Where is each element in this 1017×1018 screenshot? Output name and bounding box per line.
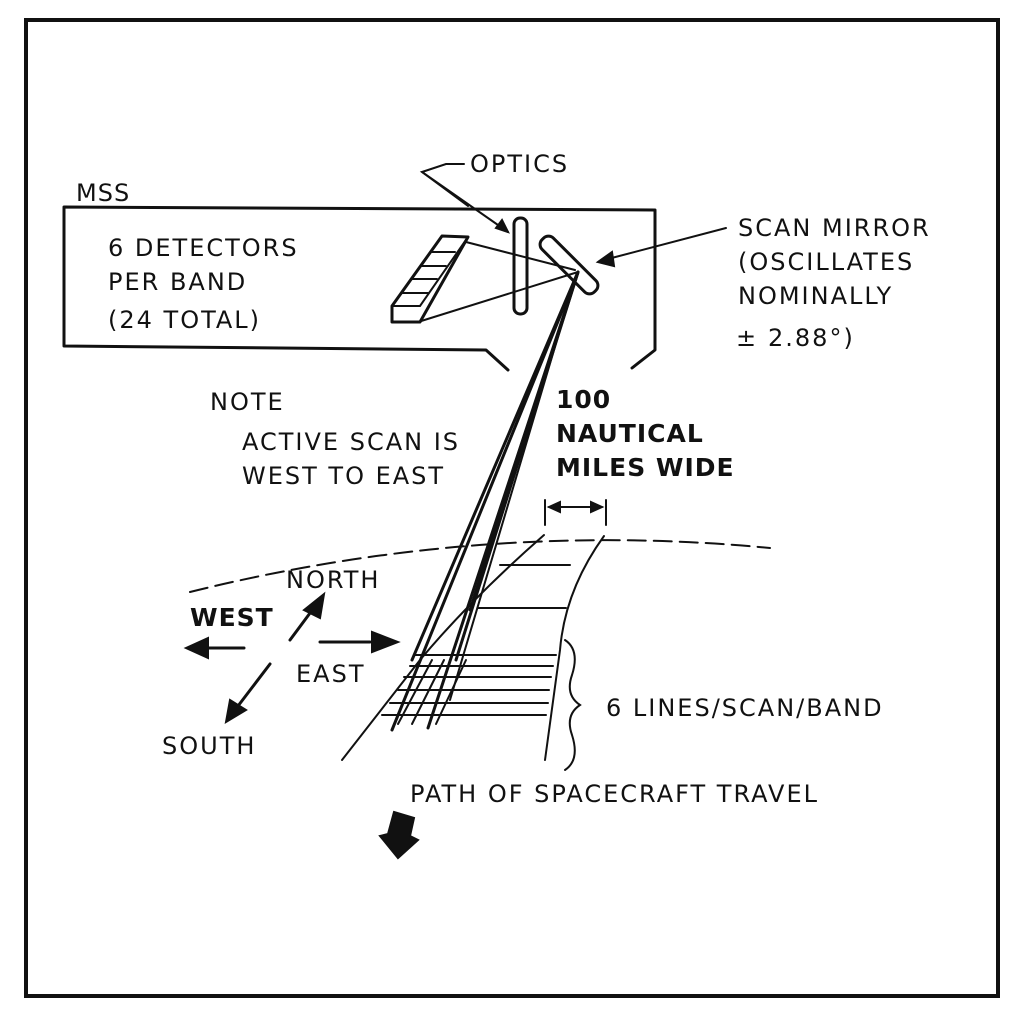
detectors-line2: PER BAND <box>108 268 247 296</box>
west-label: WEST <box>190 603 274 632</box>
scan-mirror-line4: 2.88°) <box>768 324 855 352</box>
note-line2: WEST TO EAST <box>242 462 445 490</box>
note-label: NOTE <box>210 388 285 416</box>
travel-direction-arrow <box>378 810 420 860</box>
optics-label: OPTICS <box>470 150 569 178</box>
lines-brace <box>564 639 582 771</box>
width-line2: NAUTICAL <box>556 419 704 448</box>
leader-lines <box>419 163 727 268</box>
width-line1: 100 <box>556 385 611 414</box>
width-line3: MILES WIDE <box>556 453 735 482</box>
mss-housing-outline <box>62 205 657 372</box>
internal-light-rays <box>417 241 579 323</box>
scan-mirror-line2: (OSCILLATES <box>738 248 914 276</box>
east-label: EAST <box>296 660 365 688</box>
scan-mirror-line3: NOMINALLY <box>738 282 893 310</box>
detector-array <box>390 234 470 324</box>
earth-horizon <box>189 539 771 593</box>
plus-minus-sign: ± <box>736 324 758 352</box>
swath-width-marker <box>544 499 607 526</box>
mss-label: MSS <box>76 179 130 207</box>
optics-element <box>512 216 529 316</box>
lines-per-scan-label: 6 LINES/SCAN/BAND <box>606 694 884 722</box>
outer-frame <box>24 18 1000 998</box>
compass <box>183 591 401 724</box>
south-arrow <box>236 662 272 708</box>
note-line1: ACTIVE SCAN IS <box>242 428 460 456</box>
detectors-line3: (24 TOTAL) <box>108 306 261 334</box>
ground-swath <box>341 534 605 761</box>
south-label: SOUTH <box>162 732 256 760</box>
scan-mirror <box>538 234 600 296</box>
path-label: PATH OF SPACECRAFT TRAVEL <box>410 780 819 808</box>
north-label: NORTH <box>286 566 380 594</box>
detectors-line1: 6 DETECTORS <box>108 234 299 262</box>
scan-beams <box>390 270 580 732</box>
scan-mirror-line1: SCAN MIRROR <box>738 214 931 242</box>
